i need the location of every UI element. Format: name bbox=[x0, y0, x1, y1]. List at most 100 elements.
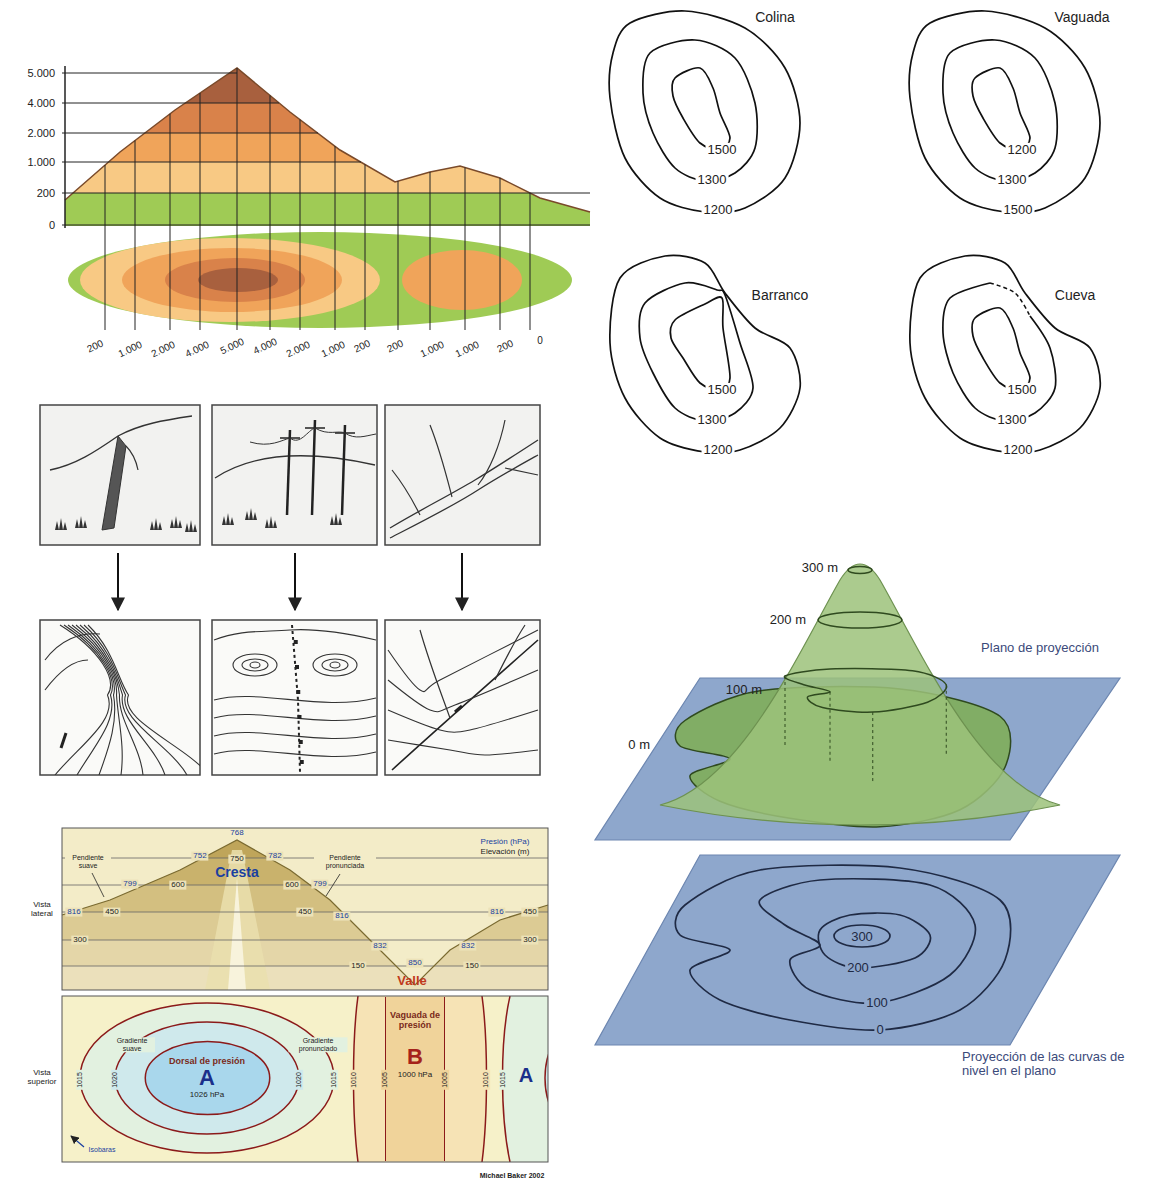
node-texts: Dorsal de presiónA1026 hPa bbox=[169, 1057, 245, 1100]
elevation-value: 450 bbox=[296, 908, 313, 917]
contour-line bbox=[610, 255, 800, 453]
powerline-sketch bbox=[215, 420, 376, 528]
isobar-value: 1015 bbox=[76, 1070, 84, 1090]
summit-contour bbox=[233, 654, 277, 676]
elevation-band bbox=[60, 162, 595, 193]
pylon-mark bbox=[298, 715, 302, 719]
pressure-value: 832 bbox=[371, 942, 388, 951]
region-title: Vaguada de presión bbox=[389, 1011, 441, 1031]
tributary bbox=[505, 468, 538, 475]
summit-contour bbox=[313, 654, 357, 676]
contour-line bbox=[72, 625, 122, 775]
projection-line bbox=[170, 114, 171, 330]
cliff-contours bbox=[45, 625, 200, 775]
contour-figure bbox=[910, 255, 1100, 453]
contour-value: 4.000 bbox=[183, 339, 210, 360]
contour-line bbox=[834, 925, 890, 947]
contour-line bbox=[214, 697, 376, 703]
river-bank bbox=[390, 455, 538, 538]
view-label: Vista superior bbox=[23, 1069, 61, 1087]
mountain-layers bbox=[62, 828, 548, 991]
contour-line bbox=[55, 625, 110, 775]
contour-label: 1300 bbox=[996, 173, 1029, 187]
river-contours bbox=[388, 625, 538, 770]
plane-label: Plano de proyección bbox=[981, 641, 1099, 655]
elevation-value: 600 bbox=[169, 881, 186, 890]
pressure-analogy bbox=[62, 828, 605, 1162]
height-ring bbox=[818, 612, 902, 628]
pressure-value: 1000 hPa bbox=[398, 1071, 432, 1080]
grass-tuft bbox=[75, 516, 87, 528]
profile-outline bbox=[65, 68, 590, 212]
sketch-panel bbox=[385, 405, 540, 545]
ridge-zone bbox=[503, 996, 549, 1162]
projection-line bbox=[398, 181, 399, 330]
contour-label: 1300 bbox=[696, 413, 729, 427]
isobar-value: 1005 bbox=[441, 1070, 449, 1090]
contour-value: 200 bbox=[495, 337, 515, 354]
contour-label: 1300 bbox=[696, 173, 729, 187]
contour-label: 1500 bbox=[1002, 203, 1035, 217]
river-bank bbox=[390, 440, 538, 528]
isobar-value: 1020 bbox=[295, 1070, 303, 1090]
contour-value: 200 bbox=[385, 337, 405, 354]
isobar-value: 1010 bbox=[350, 1070, 358, 1090]
callout-arrow bbox=[71, 1136, 84, 1147]
projection-line bbox=[105, 165, 106, 330]
contour-line bbox=[88, 625, 200, 775]
pressure-value: 816 bbox=[333, 912, 350, 921]
top-view bbox=[62, 996, 548, 1162]
projection-plane bbox=[595, 855, 1120, 1045]
view-label: Pendiente suave bbox=[65, 854, 111, 869]
projection-line bbox=[500, 178, 501, 330]
pressure-trough: Vaguada de presiónB1000 hPa bbox=[385, 997, 445, 1161]
isobar-value: 1010 bbox=[482, 1070, 490, 1090]
grid-line bbox=[62, 162, 361, 163]
level-line bbox=[62, 940, 548, 941]
tributary bbox=[420, 630, 450, 718]
pressure-value: 782 bbox=[266, 852, 283, 861]
axis-value: 2.000 bbox=[27, 127, 55, 139]
projection-line bbox=[200, 93, 201, 330]
contour-line bbox=[45, 634, 100, 660]
contour-figure bbox=[610, 255, 800, 453]
terrain-projection bbox=[595, 564, 1120, 1045]
contour-label: 1200 bbox=[702, 443, 735, 457]
map-elevation-zone bbox=[198, 268, 278, 292]
hill-body bbox=[660, 564, 1060, 825]
contour-line bbox=[609, 11, 800, 213]
contour-label: 300 bbox=[849, 930, 875, 944]
contour-value: 200 bbox=[352, 337, 372, 354]
axis-value: 4.000 bbox=[27, 97, 55, 109]
pylon-mark bbox=[300, 760, 304, 764]
contour-line bbox=[670, 297, 730, 390]
down-arrow bbox=[461, 553, 463, 610]
contour-line bbox=[818, 913, 930, 968]
contour-value: 200 bbox=[85, 337, 105, 354]
pressure-value: 752 bbox=[191, 852, 208, 861]
crest-spire bbox=[205, 850, 270, 990]
elevation-value: 150 bbox=[349, 962, 366, 971]
tributary bbox=[478, 420, 505, 485]
view-label: Pendiente pronunciada bbox=[314, 854, 376, 869]
pressure-value: 850 bbox=[406, 959, 423, 968]
level-line bbox=[62, 858, 548, 859]
figure-title: Colina bbox=[755, 10, 795, 25]
contour-figure bbox=[909, 11, 1100, 213]
contour-line bbox=[64, 625, 112, 775]
grass-tuft bbox=[55, 518, 67, 530]
pole bbox=[342, 425, 345, 515]
map-elevation-zone bbox=[165, 258, 305, 302]
pressure-center: A bbox=[519, 1064, 533, 1086]
axis-value: 0 bbox=[49, 219, 55, 231]
hill-line bbox=[215, 456, 375, 478]
hidden-contour bbox=[990, 283, 1030, 316]
contour-line bbox=[388, 630, 538, 692]
pressure-value: 799 bbox=[121, 880, 138, 889]
contour-value: 0 bbox=[537, 335, 543, 346]
cliff-sketch bbox=[50, 416, 197, 532]
grid-line bbox=[62, 103, 279, 104]
